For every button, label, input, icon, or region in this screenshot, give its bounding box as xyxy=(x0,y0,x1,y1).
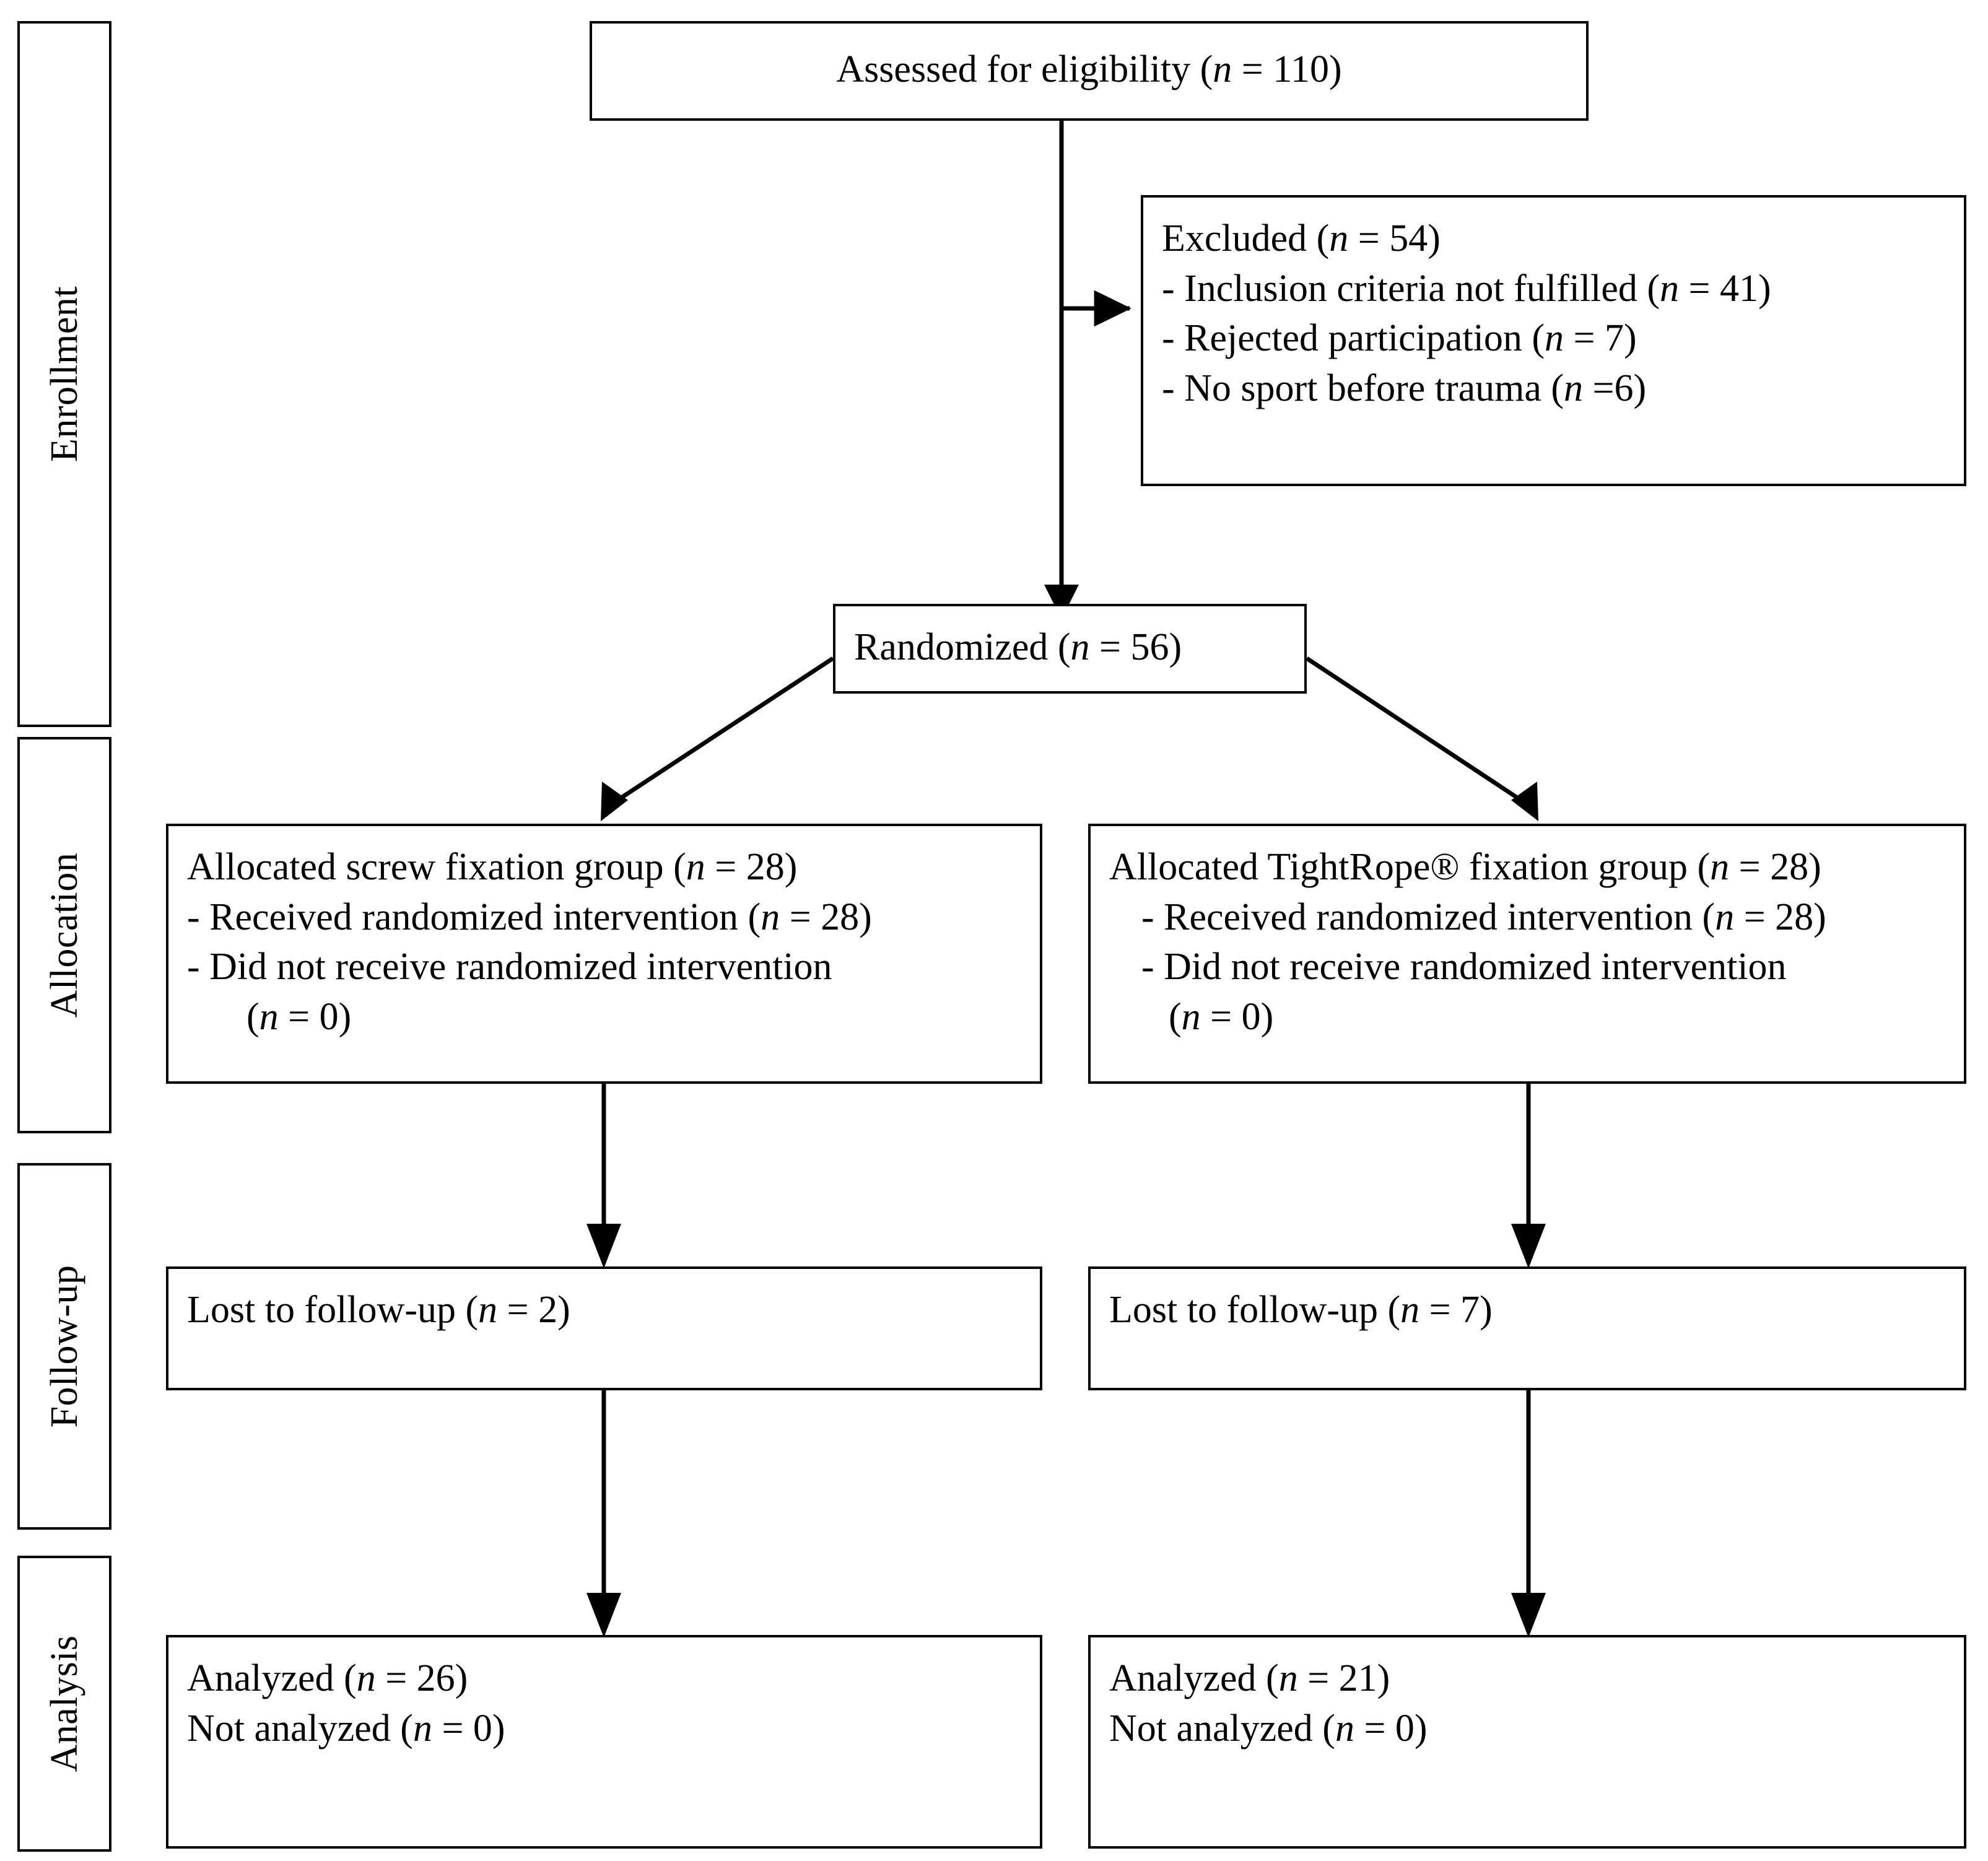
line-randomized-to-right-allocation xyxy=(1306,656,1530,807)
excluded-item: - Rejected participation (n = 7) xyxy=(1162,317,1637,360)
node-allocated-tightrope-fixation-group: Allocated TightRope® fixation group (n =… xyxy=(1088,824,1966,1084)
analysis-left-line: Not analyzed (n = 0) xyxy=(187,1707,505,1750)
phase-label-followup: Follow-up xyxy=(43,1265,85,1428)
phase-rail-followup: Follow-up xyxy=(17,1163,111,1530)
n-italic: n xyxy=(761,896,780,938)
n-italic: n xyxy=(1329,217,1349,259)
arrowhead-left-analysis xyxy=(586,1593,621,1637)
alloc-right-heading: Allocated TightRope® fixation group (n =… xyxy=(1109,846,1821,888)
analysis-right-line: Analyzed (n = 21) xyxy=(1109,1657,1390,1699)
node-allocated-screw-fixation-group: Allocated screw fixation group (n = 28) … xyxy=(166,824,1042,1084)
assessed-text: Assessed for eligibility (n = 110) xyxy=(836,48,1342,90)
n-italic: n xyxy=(412,1707,432,1750)
n-italic: n xyxy=(1213,48,1232,90)
followup-right-body: Lost to follow-up (n = 7) xyxy=(1091,1269,1964,1335)
arrowhead-left-followup xyxy=(586,1224,621,1268)
assessed-body: Assessed for eligibility (n = 110) xyxy=(592,24,1586,95)
alloc-left-item: (n = 0) xyxy=(246,995,352,1038)
randomized-body: Randomized (n = 56) xyxy=(835,606,1304,673)
phase-label-enrollment: Enrollment xyxy=(43,286,85,462)
node-lost-to-follow-up-screw: Lost to follow-up (n = 2) xyxy=(166,1266,1042,1390)
alloc-left-item: - Received randomized intervention (n = … xyxy=(187,896,872,938)
excluded-body: Excluded (n = 54) - Inclusion criteria n… xyxy=(1143,198,1964,413)
phase-label-analysis: Analysis xyxy=(43,1635,85,1772)
arrowhead-left-allocation xyxy=(601,782,628,821)
n-italic: n xyxy=(1545,317,1564,360)
phase-rail-analysis: Analysis xyxy=(17,1556,111,1852)
alloc-left-body: Allocated screw fixation group (n = 28) … xyxy=(168,826,1040,1042)
line-randomized-to-left-allocation xyxy=(609,656,834,807)
alloc-left-heading: Allocated screw fixation group (n = 28) xyxy=(187,846,798,888)
excluded-heading: Excluded (n = 54) xyxy=(1162,217,1441,259)
n-italic: n xyxy=(1278,1657,1298,1699)
arrowhead-right-allocation xyxy=(1511,782,1538,821)
analysis-right-body: Analyzed (n = 21) Not analyzed (n = 0) xyxy=(1091,1637,1964,1753)
arrowhead-right-followup xyxy=(1511,1224,1546,1268)
phase-rail-allocation: Allocation xyxy=(17,737,111,1133)
node-lost-to-follow-up-tightrope: Lost to follow-up (n = 7) xyxy=(1088,1266,1966,1390)
followup-right-text: Lost to follow-up (n = 7) xyxy=(1109,1289,1493,1331)
n-italic: n xyxy=(1710,846,1730,888)
phase-rail-enrollment: Enrollment xyxy=(17,21,111,727)
node-randomized: Randomized (n = 56) xyxy=(833,604,1307,694)
n-italic: n xyxy=(1070,626,1090,668)
n-italic: n xyxy=(1715,896,1735,938)
n-italic: n xyxy=(1660,267,1680,310)
analysis-left-body: Analyzed (n = 26) Not analyzed (n = 0) xyxy=(168,1637,1040,1753)
alloc-right-body: Allocated TightRope® fixation group (n =… xyxy=(1091,826,1964,1042)
alloc-left-item: - Did not receive randomized interventio… xyxy=(187,946,832,988)
n-italic: n xyxy=(1564,367,1584,409)
n-italic: n xyxy=(1335,1707,1354,1750)
followup-left-text: Lost to follow-up (n = 2) xyxy=(187,1289,570,1331)
n-italic: n xyxy=(686,846,705,888)
excluded-item: - No sport before trauma (n =6) xyxy=(1162,367,1647,409)
node-assessed-for-eligibility: Assessed for eligibility (n = 110) xyxy=(590,21,1589,121)
alloc-right-item: - Received randomized intervention (n = … xyxy=(1141,896,1826,938)
followup-left-body: Lost to follow-up (n = 2) xyxy=(168,1269,1040,1335)
excluded-item: - Inclusion criteria not fulfilled (n = … xyxy=(1162,267,1771,310)
arrowhead-right-analysis xyxy=(1511,1593,1546,1637)
phase-label-allocation: Allocation xyxy=(43,852,85,1018)
node-analysis-screw: Analyzed (n = 26) Not analyzed (n = 0) xyxy=(166,1635,1042,1849)
randomized-text: Randomized (n = 56) xyxy=(854,626,1182,668)
n-italic: n xyxy=(1181,995,1201,1038)
alloc-right-item: - Did not receive randomized interventio… xyxy=(1141,946,1787,988)
n-italic: n xyxy=(478,1289,498,1331)
analysis-left-line: Analyzed (n = 26) xyxy=(187,1657,468,1699)
n-italic: n xyxy=(259,995,279,1038)
n-italic: n xyxy=(1400,1289,1420,1331)
alloc-right-item: (n = 0) xyxy=(1169,995,1274,1038)
node-analysis-tightrope: Analyzed (n = 21) Not analyzed (n = 0) xyxy=(1088,1635,1966,1849)
n-italic: n xyxy=(356,1657,376,1699)
analysis-right-line: Not analyzed (n = 0) xyxy=(1109,1707,1428,1750)
node-excluded: Excluded (n = 54) - Inclusion criteria n… xyxy=(1141,195,1966,486)
